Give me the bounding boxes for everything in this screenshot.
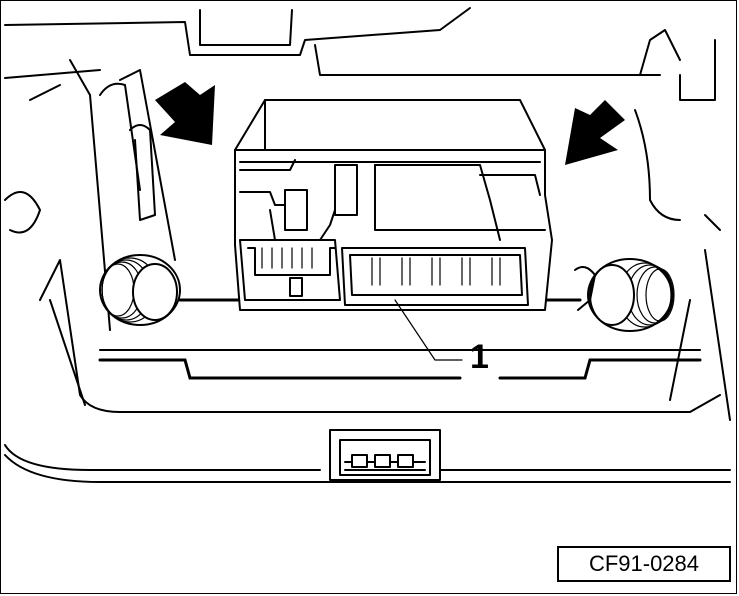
reference-code: CF91-0284 bbox=[557, 546, 731, 582]
left-slot bbox=[129, 124, 156, 221]
control-module bbox=[234, 99, 553, 311]
bottom-clip bbox=[329, 429, 441, 481]
callout-label: 1 bbox=[470, 338, 489, 376]
callout-leader bbox=[394, 299, 463, 361]
housing-outline bbox=[4, 7, 731, 483]
left-grommet bbox=[99, 254, 181, 326]
rail-lines bbox=[98, 298, 702, 380]
arrow-right bbox=[565, 100, 625, 165]
arrow-left bbox=[155, 82, 215, 145]
right-grommet bbox=[574, 258, 675, 332]
